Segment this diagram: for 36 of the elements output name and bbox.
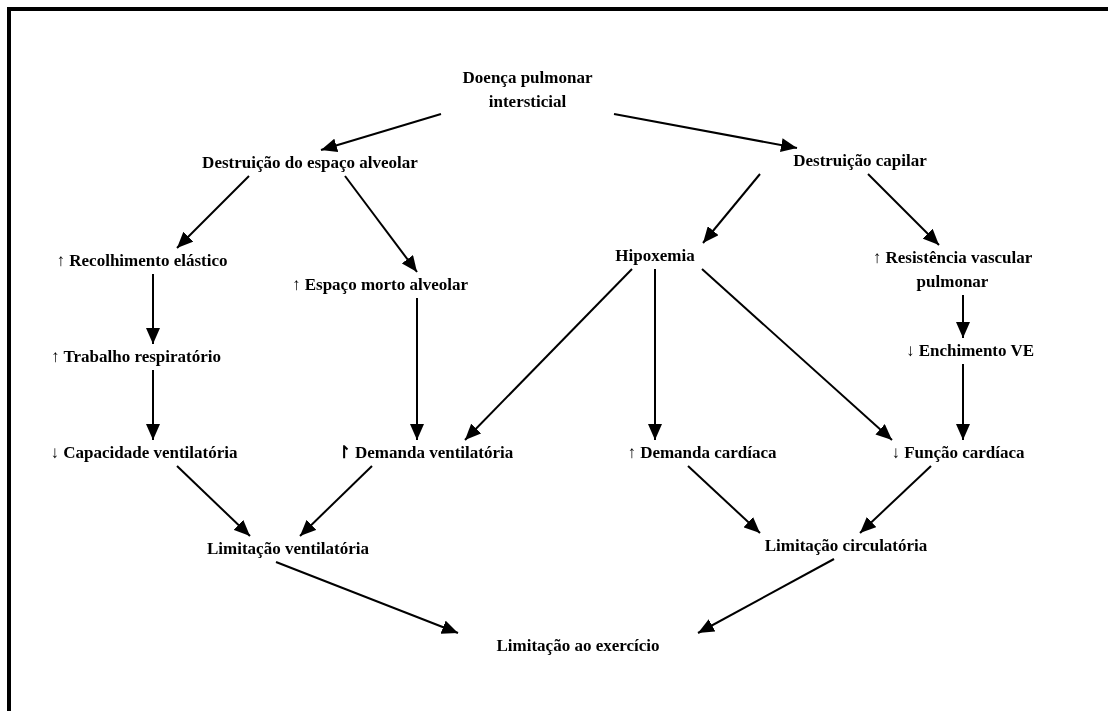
arrow — [613, 113, 798, 152]
arrow — [697, 558, 835, 634]
arrow — [275, 561, 459, 634]
arrow — [146, 273, 160, 345]
arrow — [648, 268, 662, 441]
arrow — [146, 369, 160, 441]
arrow — [299, 465, 373, 537]
arrow — [702, 173, 761, 244]
arrow — [176, 465, 251, 537]
concept-label: Limitação circulatória — [764, 535, 928, 557]
concept-label: Doença pulmonar intersticial — [461, 67, 594, 113]
concept-label: ↑ Recolhimento elástico — [56, 250, 228, 272]
arrow — [344, 175, 418, 273]
concept-label: ↓ Função cardíaca — [891, 442, 1025, 464]
arrow — [956, 294, 970, 339]
arrow — [410, 297, 424, 441]
concept-label: ↓ Enchimento VE — [905, 340, 1035, 362]
arrow — [320, 113, 442, 153]
arrow — [701, 268, 893, 441]
concept-label: Limitação ao exercício — [496, 635, 660, 657]
concept-label: ↑ Trabalho respiratório — [51, 346, 221, 368]
arrow — [176, 175, 250, 249]
arrow — [956, 363, 970, 441]
concept-label: ↑ Resistência vascular pulmonar — [871, 247, 1034, 293]
arrow — [867, 173, 940, 246]
concept-label: ↑ Espaço morto alveolar — [291, 274, 469, 296]
arrow — [464, 268, 633, 441]
arrow — [687, 465, 761, 534]
concept-label: ↓ Capacidade ventilatória — [50, 442, 238, 464]
concept-label: Destruição capilar — [793, 150, 927, 172]
concept-label: Limitação ventilatória — [207, 538, 369, 560]
arrow — [859, 465, 932, 534]
concept-label: Destruição do espaço alveolar — [202, 152, 418, 174]
concept-label: Hipoxemia — [615, 245, 695, 267]
concept-label: ↑ Demanda cardíaca — [627, 442, 777, 464]
concept-label: ↾ Demanda ventilatória — [336, 442, 514, 464]
